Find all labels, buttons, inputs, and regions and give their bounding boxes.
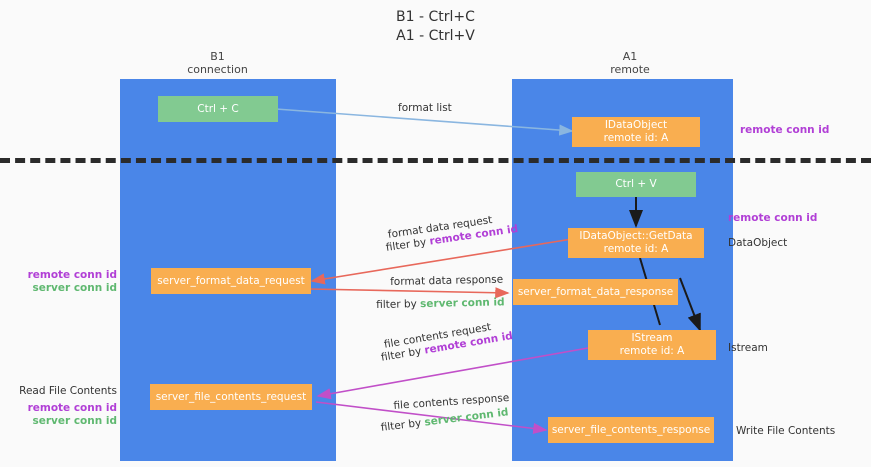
box-getdata-line2: remote id: A [603, 243, 669, 255]
annotation-left-server-conn-id-2: server conn id [32, 415, 117, 427]
box-ctrl-c-label: Ctrl + C [197, 102, 239, 115]
filter-prefix-4: filter by [380, 416, 426, 434]
box-ctrl-c[interactable]: Ctrl + C [158, 96, 278, 122]
box-server-format-data-request-label: server_format_data_request [157, 274, 305, 287]
annotation-read-file-contents: Read File Contents [19, 385, 117, 397]
box-server-format-data-response[interactable]: server_format_data_response [513, 279, 678, 305]
box-idataobject-line1: IDataObject [604, 119, 668, 131]
box-istream[interactable]: IStream remote id: A [588, 330, 716, 360]
box-server-file-contents-request-label: server_file_contents_request [155, 390, 307, 403]
edge-label-format-data-response: format data response [390, 273, 503, 290]
box-server-file-contents-response-label: server_file_contents_response [551, 423, 711, 436]
box-ctrl-v-label: Ctrl + V [615, 178, 657, 190]
box-idataobject-remote[interactable]: IDataObject remote id: A [572, 117, 700, 147]
box-getdata-line1: IDataObject::GetData [579, 230, 693, 242]
annotation-left-remote-conn-id-2: remote conn id [27, 402, 117, 414]
lane-title-a1: A1 remote [610, 50, 650, 76]
annotation-left-server-conn-id: server conn id [32, 282, 117, 294]
box-server-format-data-response-label: server_format_data_response [517, 285, 674, 298]
annotation-left-remote-conn-id: remote conn id [27, 269, 117, 281]
phase-divider [0, 158, 871, 163]
edge-label-format-data-response-text: format data response [390, 273, 504, 288]
annotation-remote-conn-id-top: remote conn id [740, 124, 830, 136]
lane-title-b1: B1 connection [187, 50, 248, 76]
box-server-format-data-request[interactable]: server_format_data_request [151, 268, 311, 294]
box-getdata[interactable]: IDataObject::GetData remote id: A [568, 228, 704, 258]
box-server-file-contents-request[interactable]: server_file_contents_request [150, 384, 312, 410]
page-title: B1 - Ctrl+C A1 - Ctrl+V [396, 9, 475, 44]
annotation-dataobject: DataObject [728, 237, 788, 249]
annotation-istream: Istream [728, 342, 768, 354]
box-idataobject-line2: remote id: A [603, 132, 669, 144]
annotation-remote-conn-id-mid: remote conn id [728, 212, 818, 224]
box-ctrl-v[interactable]: Ctrl + V [576, 172, 696, 197]
box-istream-line2: remote id: A [619, 345, 685, 357]
box-istream-line1: IStream [631, 332, 673, 344]
edge-label-format-list: format list [398, 102, 452, 114]
annotation-write-file-contents: Write File Contents [736, 425, 836, 437]
filter-key-server-conn-id-1: server conn id [419, 296, 505, 311]
edge-label-format-data-response-filter: filter by server conn id [376, 295, 505, 313]
box-server-file-contents-response[interactable]: server_file_contents_response [548, 417, 714, 443]
filter-prefix-2: filter by [376, 298, 421, 311]
